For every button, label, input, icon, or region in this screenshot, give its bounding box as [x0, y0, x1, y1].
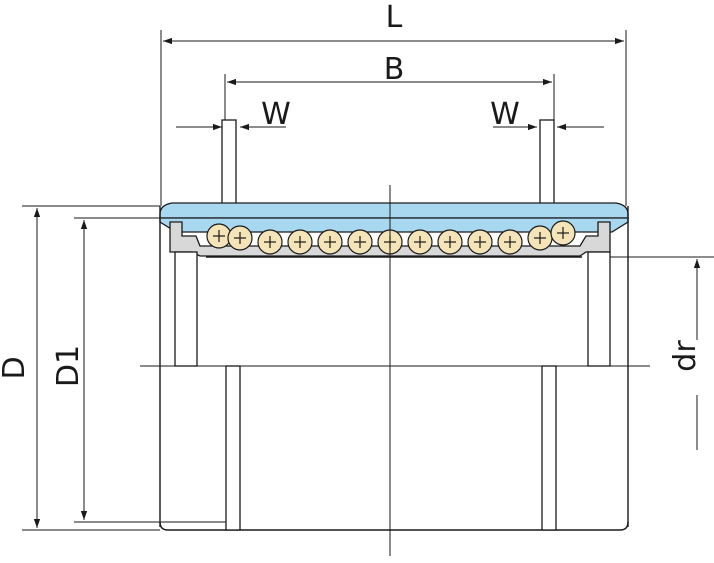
- ball: [347, 229, 373, 255]
- ball: [437, 229, 463, 255]
- ball: [467, 229, 493, 255]
- ball: [407, 229, 433, 255]
- ball: [257, 229, 283, 255]
- label-w-left: W: [261, 97, 291, 132]
- groove-right-upper: [539, 119, 555, 209]
- ball: [287, 229, 313, 255]
- label-w-right: W: [490, 97, 520, 132]
- ball: [550, 220, 576, 246]
- label-d1: D1: [51, 345, 86, 387]
- end-seal-left: [174, 251, 198, 367]
- groove-left-lower: [225, 365, 241, 531]
- outer-sleeve-top: [159, 202, 629, 219]
- groove-left-upper: [221, 119, 237, 209]
- ball: [317, 229, 343, 255]
- label-b: B: [384, 52, 405, 87]
- ball: [206, 223, 232, 249]
- ball: [527, 225, 553, 251]
- end-seal-right: [587, 251, 611, 367]
- ball-row: [206, 220, 576, 255]
- ball: [227, 225, 253, 251]
- groove-right-lower: [541, 365, 557, 531]
- housing-bottom-edge: [159, 521, 629, 531]
- label-dr: dr: [668, 340, 703, 372]
- label-d: D: [0, 356, 32, 379]
- ball: [497, 229, 523, 255]
- label-l: L: [386, 0, 403, 35]
